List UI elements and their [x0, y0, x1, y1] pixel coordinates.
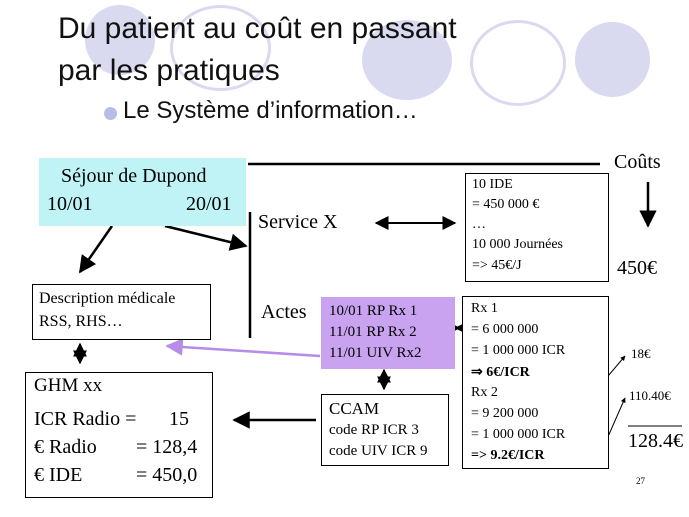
service-cost-line: = 450 000 € [472, 197, 540, 212]
sejour-box: Séjour de Dupond 10/01 20/01 [39, 158, 246, 226]
service-cost-line: … [472, 217, 486, 232]
service-cost-line: 10 000 Journées [472, 237, 563, 252]
decorative-circle [362, 20, 452, 100]
ghm-row-label: € Radio [34, 436, 97, 458]
radio-cost-line: => 9.2€/ICR [471, 448, 545, 463]
radio-cost-line: Rx 1 [471, 301, 498, 316]
arrow-sejour-service [164, 224, 248, 251]
acte-line: 10/01 RP Rx 1 [329, 303, 418, 319]
ghm-row-label: € IDE [34, 464, 83, 486]
acte-line: 11/01 RP Rx 2 [329, 324, 417, 340]
radio-cost-line: Rx 2 [471, 385, 498, 400]
radio-cost-line: ⇒ 6€/ICR [471, 365, 530, 380]
decorative-circle [470, 20, 566, 106]
ghm-row-value: = 450,0 [136, 464, 198, 486]
radio-cost-line: = 6 000 000 [471, 322, 539, 337]
couts-label: Coûts [614, 151, 661, 173]
decorative-circle [170, 5, 271, 91]
slide-title-line1: Du patient au coût en passant [58, 12, 457, 45]
decorative-circle [85, 5, 155, 75]
actes-list-box: 10/01 RP Rx 1 11/01 RP Rx 2 11/01 UIV Rx… [321, 297, 455, 369]
description-line: RSS, RHS… [39, 313, 123, 330]
sejour-start-date: 10/01 [47, 193, 93, 215]
ghm-title: GHM xx [34, 375, 103, 396]
radio-cost-line: = 9 200 000 [471, 406, 539, 421]
couts-value: 450€ [617, 257, 657, 279]
actes-label: Actes [261, 301, 307, 323]
ghm-box: GHM xx ICR Radio = 15 € Radio = 128,4 € … [25, 372, 213, 498]
acte-line: 11/01 UIV Rx2 [329, 345, 422, 361]
rx1-euro-value: 18€ [631, 346, 651, 361]
bullet-text: Le Système d’information… [123, 97, 418, 124]
total-euro-value: 128.4€ [628, 430, 683, 452]
arrow-sejour-description [78, 225, 114, 274]
page-number: 27 [636, 476, 645, 486]
service-cost-line: 10 IDE [472, 177, 513, 192]
radio-costs-box: Rx 1 = 6 000 000 = 1 000 000 ICR ⇒ 6€/IC… [462, 296, 609, 469]
ccam-line: code RP ICR 3 [329, 422, 419, 438]
ghm-row-value: = 128,4 [136, 436, 198, 458]
ccam-line: CCAM [329, 399, 380, 418]
radio-cost-line: = 1 000 000 ICR [471, 343, 566, 358]
ccam-line: code UIV ICR 9 [329, 443, 428, 459]
ghm-row-label: ICR Radio = [34, 408, 137, 430]
service-costs-box: 10 IDE = 450 000 € … 10 000 Journées => … [465, 173, 609, 282]
radio-cost-line: = 1 000 000 ICR [471, 427, 566, 442]
sejour-end-date: 20/01 [186, 193, 232, 215]
ccam-box: CCAM code RP ICR 3 code UIV ICR 9 [321, 394, 449, 466]
service-label: Service X [258, 211, 338, 233]
service-cost-line: => 45€/J [472, 258, 522, 273]
sejour-label: Séjour de Dupond [61, 165, 207, 187]
ghm-row-value: 15 [169, 408, 189, 430]
slide-title-line2: par les pratiques [58, 54, 280, 87]
description-line: Description médicale [39, 290, 176, 307]
arrow-actes-description [165, 338, 321, 358]
bullet-dot-icon [104, 107, 117, 120]
decorative-circle [575, 22, 650, 97]
rx2-euro-value: 110.40€ [629, 388, 671, 403]
description-box: Description médicale RSS, RHS… [32, 284, 211, 340]
